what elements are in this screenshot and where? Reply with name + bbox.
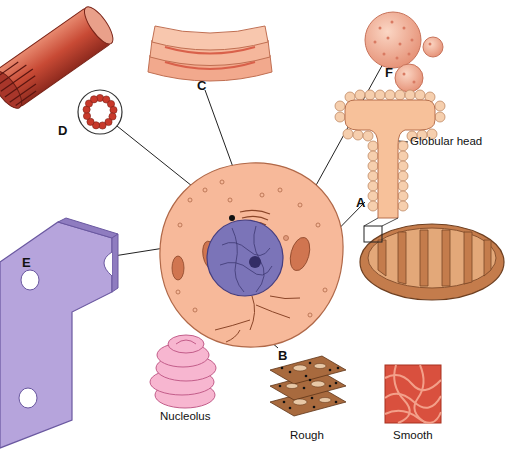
mitochondrion [360,218,504,300]
microtubule [0,3,118,113]
part-label: Nucleolus [160,411,211,423]
nucleolus-drawing [150,335,216,408]
callout-letter: F [385,66,393,79]
microtubule-section [78,90,122,134]
rough-er [270,356,346,416]
crista-detail [335,90,445,218]
golgi-stack [148,26,272,81]
smooth-er [385,365,441,423]
callout-letter: D [58,124,67,137]
vesicles [365,12,443,92]
callout-letter: B [278,349,287,362]
part-label: Globular head [410,136,482,148]
callout-letter: E [22,256,31,269]
callout-letter: C [197,79,206,92]
part-label: Smooth [393,430,433,442]
callout-letter: A [356,196,365,209]
part-label: Rough [290,430,324,442]
nuclear-envelope [0,218,118,448]
cell [160,163,343,347]
